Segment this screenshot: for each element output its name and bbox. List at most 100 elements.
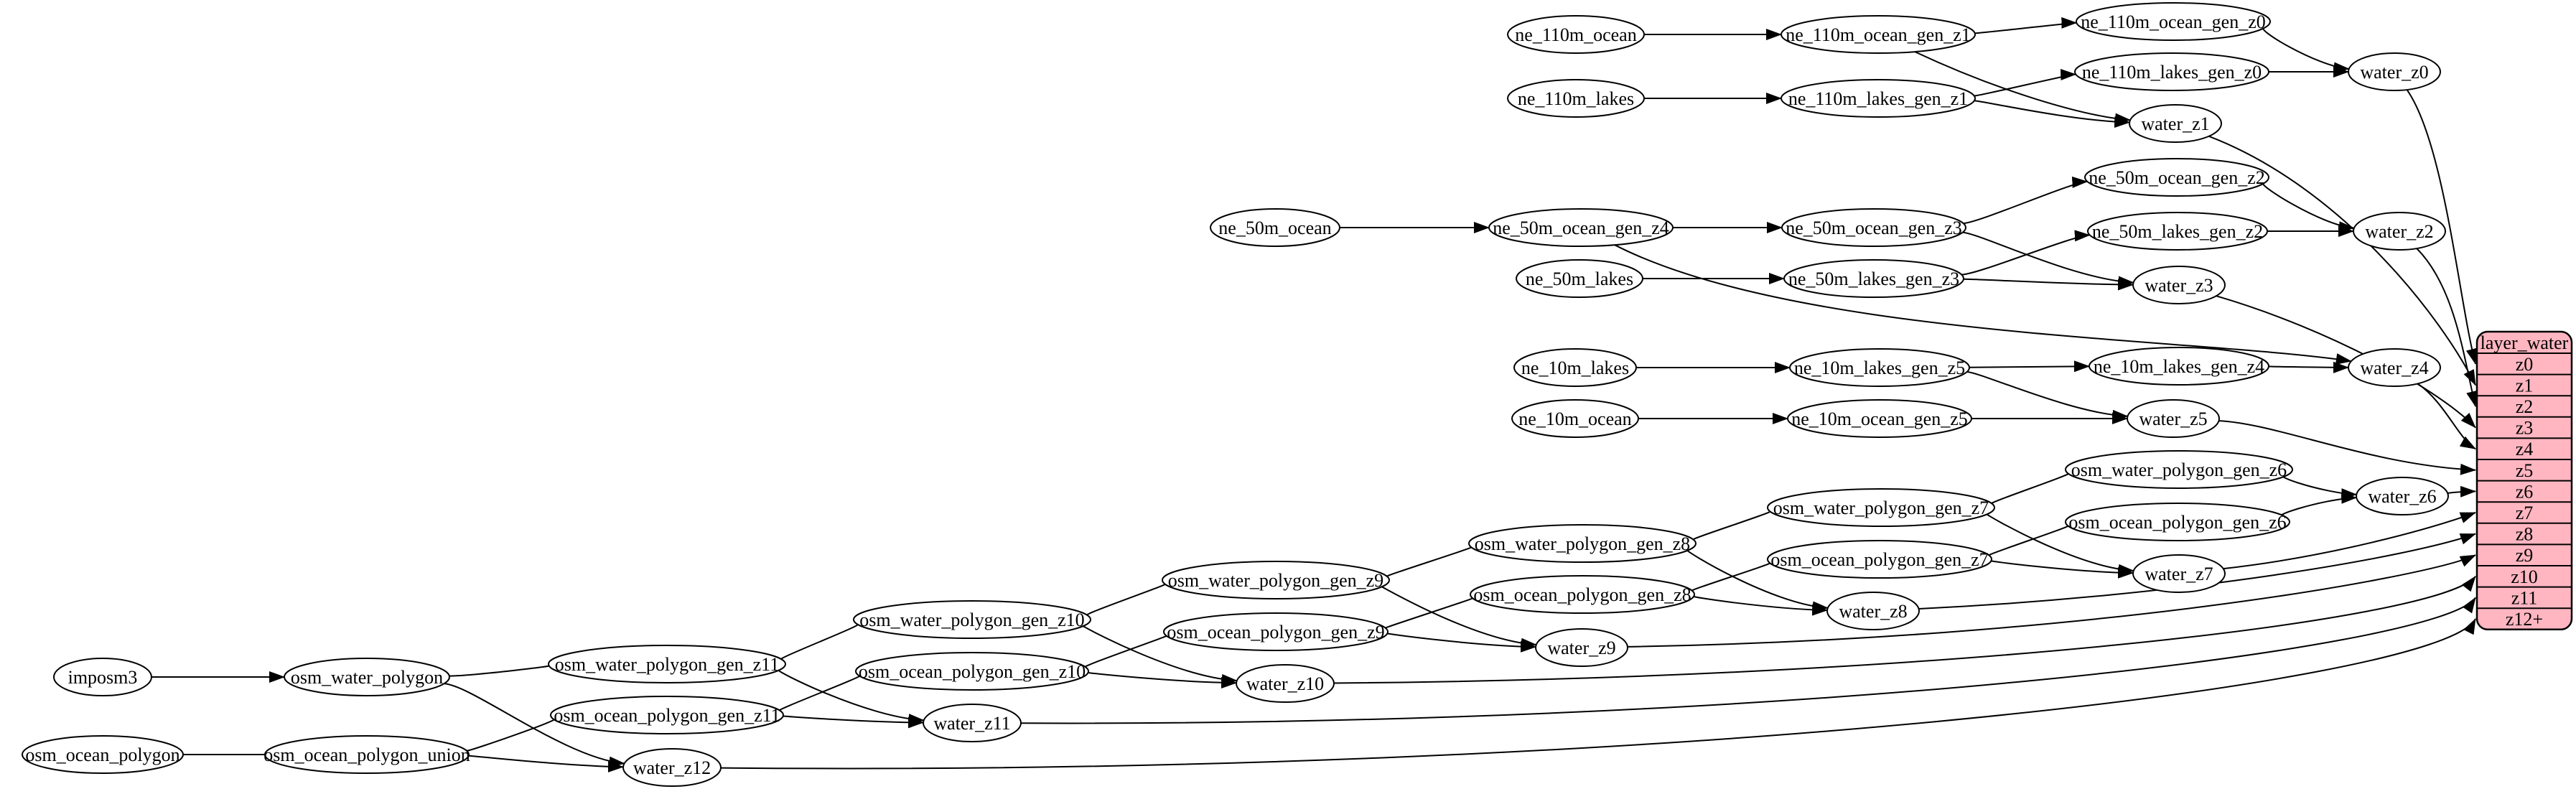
node-ellipse-ne_50m_ocean_gen_z3 xyxy=(1781,208,1966,247)
node-water_z10: water_z10 xyxy=(1236,664,1335,703)
layer-water-row-z3: z3 xyxy=(2516,418,2534,439)
node-label-ne_50m_ocean_gen_z2: ne_50m_ocean_gen_z2 xyxy=(2089,167,2264,188)
node-ne_50m_lakes_gen_z2: ne_50m_lakes_gen_z2 xyxy=(2087,212,2268,251)
node-water_z12: water_z12 xyxy=(622,748,722,787)
node-ellipse-water_z3 xyxy=(2132,266,2226,304)
node-ellipse-osm_water_polygon_gen_z7 xyxy=(1767,488,1995,527)
node-water_z6: water_z6 xyxy=(2356,477,2449,515)
node-ellipse-ne_110m_lakes_gen_z1 xyxy=(1781,79,1976,118)
node-ne_10m_lakes_gen_z4: ne_10m_lakes_gen_z4 xyxy=(2089,347,2269,386)
node-label-osm_water_polygon_gen_z8: osm_water_polygon_gen_z8 xyxy=(1475,533,1690,554)
node-label-water_z4: water_z4 xyxy=(2360,358,2428,378)
node-ellipse-ne_110m_ocean xyxy=(1507,15,1645,54)
node-water_z7: water_z7 xyxy=(2132,554,2226,593)
node-label-ne_50m_ocean_gen_z4: ne_50m_ocean_gen_z4 xyxy=(1493,218,1669,238)
node-label-ne_50m_lakes: ne_50m_lakes xyxy=(1526,269,1633,289)
node-label-water_z10: water_z10 xyxy=(1246,673,1324,694)
node-label-osm_water_polygon_gen_z6: osm_water_polygon_gen_z6 xyxy=(2071,459,2287,480)
node-ellipse-osm_ocean_polygon_gen_z10 xyxy=(855,652,1089,691)
node-ellipse-water_z6 xyxy=(2356,477,2449,515)
edge-ne_10m_lakes_gen_z5-to-ne_10m_lakes_gen_z4 xyxy=(1969,360,2090,373)
node-water_z8: water_z8 xyxy=(1826,592,1920,630)
edge-osm_water_polygon_gen_z7-to-water_z7 xyxy=(1986,513,2134,576)
layer-water-row-z8: z8 xyxy=(2516,524,2534,545)
edge-osm_water_polygon_gen_z6-to-water_z6 xyxy=(2280,472,2358,500)
node-water_z11: water_z11 xyxy=(923,704,1022,742)
edge-osm_water_polygon_gen_z9-to-water_z9 xyxy=(1381,586,1537,650)
layer-water-header: layer_water xyxy=(2481,332,2569,353)
node-label-water_z5: water_z5 xyxy=(2139,408,2207,429)
node-osm_ocean_polygon_union: osm_ocean_polygon_union xyxy=(263,735,470,774)
node-label-osm_water_polygon_gen_z10: osm_water_polygon_gen_z10 xyxy=(859,610,1084,630)
node-label-ne_50m_ocean_gen_z3: ne_50m_ocean_gen_z3 xyxy=(1786,218,1961,238)
layer-water-row-z6: z6 xyxy=(2516,481,2534,502)
node-ellipse-osm_water_polygon_gen_z6 xyxy=(2065,450,2293,489)
node-osm_ocean_polygon_gen_z8: osm_ocean_polygon_gen_z8 xyxy=(1470,575,1695,614)
edge-osm_ocean_polygon_gen_z9-to-water_z9 xyxy=(1386,632,1536,653)
layer-water-row-z7: z7 xyxy=(2516,503,2534,523)
node-ne_10m_lakes: ne_10m_lakes xyxy=(1513,348,1637,387)
node-label-osm_ocean_polygon_gen_z8: osm_ocean_polygon_gen_z8 xyxy=(1473,584,1691,605)
node-ellipse-water_z2 xyxy=(2353,212,2446,251)
node-label-ne_110m_ocean_gen_z0: ne_110m_ocean_gen_z0 xyxy=(2081,11,2266,32)
node-ne_50m_ocean: ne_50m_ocean xyxy=(1210,208,1340,247)
layer-water-row-z1: z1 xyxy=(2516,375,2534,396)
node-ne_110m_ocean_gen_z0: ne_110m_ocean_gen_z0 xyxy=(2076,2,2271,41)
node-ellipse-osm_water_polygon_gen_z8 xyxy=(1468,524,1697,563)
node-ellipse-osm_ocean_polygon_union xyxy=(264,735,470,774)
edge-water_z4-to-z4 xyxy=(2417,383,2476,450)
node-ellipse-water_z4 xyxy=(2348,348,2441,387)
edge-osm_ocean_polygon_union-to-osm_ocean_polygon_gen_z11 xyxy=(466,713,569,752)
node-ne_10m_ocean_gen_z5: ne_10m_ocean_gen_z5 xyxy=(1787,399,1972,438)
node-label-water_z6: water_z6 xyxy=(2368,486,2436,507)
node-osm_water_polygon_gen_z7: osm_water_polygon_gen_z7 xyxy=(1767,488,1995,527)
edge-osm_ocean_polygon_gen_z11-to-osm_ocean_polygon_gen_z10 xyxy=(778,669,875,711)
edge-osm_ocean_polygon_gen_z6-to-water_z6 xyxy=(2279,492,2358,520)
node-label-ne_10m_lakes_gen_z5: ne_10m_lakes_gen_z5 xyxy=(1794,358,1965,378)
node-water_z3: water_z3 xyxy=(2132,266,2226,304)
node-label-imposm3: imposm3 xyxy=(68,667,138,688)
node-osm_water_polygon: osm_water_polygon xyxy=(284,658,450,696)
layer-water-table: layer_waterz0z1z2z3z4z5z6z7z8z9z10z11z12… xyxy=(2475,330,2573,631)
edge-ne_110m_ocean_gen_z1-to-ne_110m_ocean_gen_z0 xyxy=(1974,17,2078,34)
node-ellipse-ne_110m_lakes_gen_z0 xyxy=(2074,52,2269,91)
node-water_z5: water_z5 xyxy=(2127,399,2220,438)
edge-ne_110m_lakes_gen_z1-to-water_z1 xyxy=(1974,100,2131,128)
node-osm_water_polygon_gen_z8: osm_water_polygon_gen_z8 xyxy=(1468,524,1697,563)
layer-water-row-z12plus: z12+ xyxy=(2506,609,2543,630)
node-label-osm_ocean_polygon_gen_z10: osm_ocean_polygon_gen_z10 xyxy=(859,661,1086,682)
node-label-water_z9: water_z9 xyxy=(1547,638,1615,658)
edge-ne_50m_ocean_gen_z3-to-ne_50m_ocean_gen_z2 xyxy=(1963,176,2089,225)
node-osm_water_polygon_gen_z10: osm_water_polygon_gen_z10 xyxy=(853,600,1091,639)
edge-osm_ocean_polygon_gen_z7-to-osm_ocean_polygon_gen_z6 xyxy=(1988,519,2083,556)
node-ne_110m_lakes_gen_z0: ne_110m_lakes_gen_z0 xyxy=(2074,52,2269,91)
node-ellipse-osm_ocean_polygon_gen_z11 xyxy=(550,696,784,734)
node-ellipse-osm_water_polygon_gen_z11 xyxy=(548,645,786,683)
node-ellipse-ne_50m_ocean_gen_z2 xyxy=(2084,158,2269,197)
edge-water_z7-to-z7 xyxy=(2223,512,2476,570)
node-water_z4: water_z4 xyxy=(2348,348,2441,387)
node-ellipse-water_z11 xyxy=(923,704,1022,742)
node-ellipse-osm_ocean_polygon_gen_z7 xyxy=(1767,540,1992,579)
edge-osm_ocean_polygon_gen_z11-to-water_z11 xyxy=(782,715,924,729)
node-label-water_z12: water_z12 xyxy=(633,757,711,778)
node-water_z2: water_z2 xyxy=(2353,212,2446,251)
node-ellipse-ne_10m_lakes xyxy=(1513,348,1637,387)
node-label-osm_water_polygon_gen_z7: osm_water_polygon_gen_z7 xyxy=(1773,498,1989,518)
edge-osm_water_polygon_gen_z9-to-osm_water_polygon_gen_z8 xyxy=(1386,541,1487,577)
node-ellipse-osm_ocean_polygon_gen_z9 xyxy=(1163,612,1389,651)
edge-ne_110m_ocean_gen_z0-to-water_z0 xyxy=(2262,27,2350,74)
edge-ne_50m_lakes_gen_z3-to-water_z3 xyxy=(1963,278,2134,291)
edge-osm_water_polygon_gen_z10-to-osm_water_polygon_gen_z9 xyxy=(1086,578,1181,617)
node-ellipse-ne_50m_lakes_gen_z2 xyxy=(2087,212,2268,251)
node-label-osm_ocean_polygon_gen_z9: osm_ocean_polygon_gen_z9 xyxy=(1167,622,1384,643)
node-ellipse-osm_ocean_polygon_gen_z6 xyxy=(2065,503,2290,541)
node-ellipse-water_z9 xyxy=(1535,628,1628,667)
node-water_z9: water_z9 xyxy=(1535,628,1628,667)
node-label-ne_110m_lakes_gen_z0: ne_110m_lakes_gen_z0 xyxy=(2082,62,2262,83)
edge-osm_water_polygon_gen_z8-to-water_z8 xyxy=(1686,549,1829,613)
edge-osm_ocean_polygon_gen_z9-to-osm_ocean_polygon_gen_z8 xyxy=(1384,592,1488,629)
node-ne_110m_lakes: ne_110m_lakes xyxy=(1507,79,1645,118)
edge-water_z1-to-z1 xyxy=(2208,135,2476,386)
